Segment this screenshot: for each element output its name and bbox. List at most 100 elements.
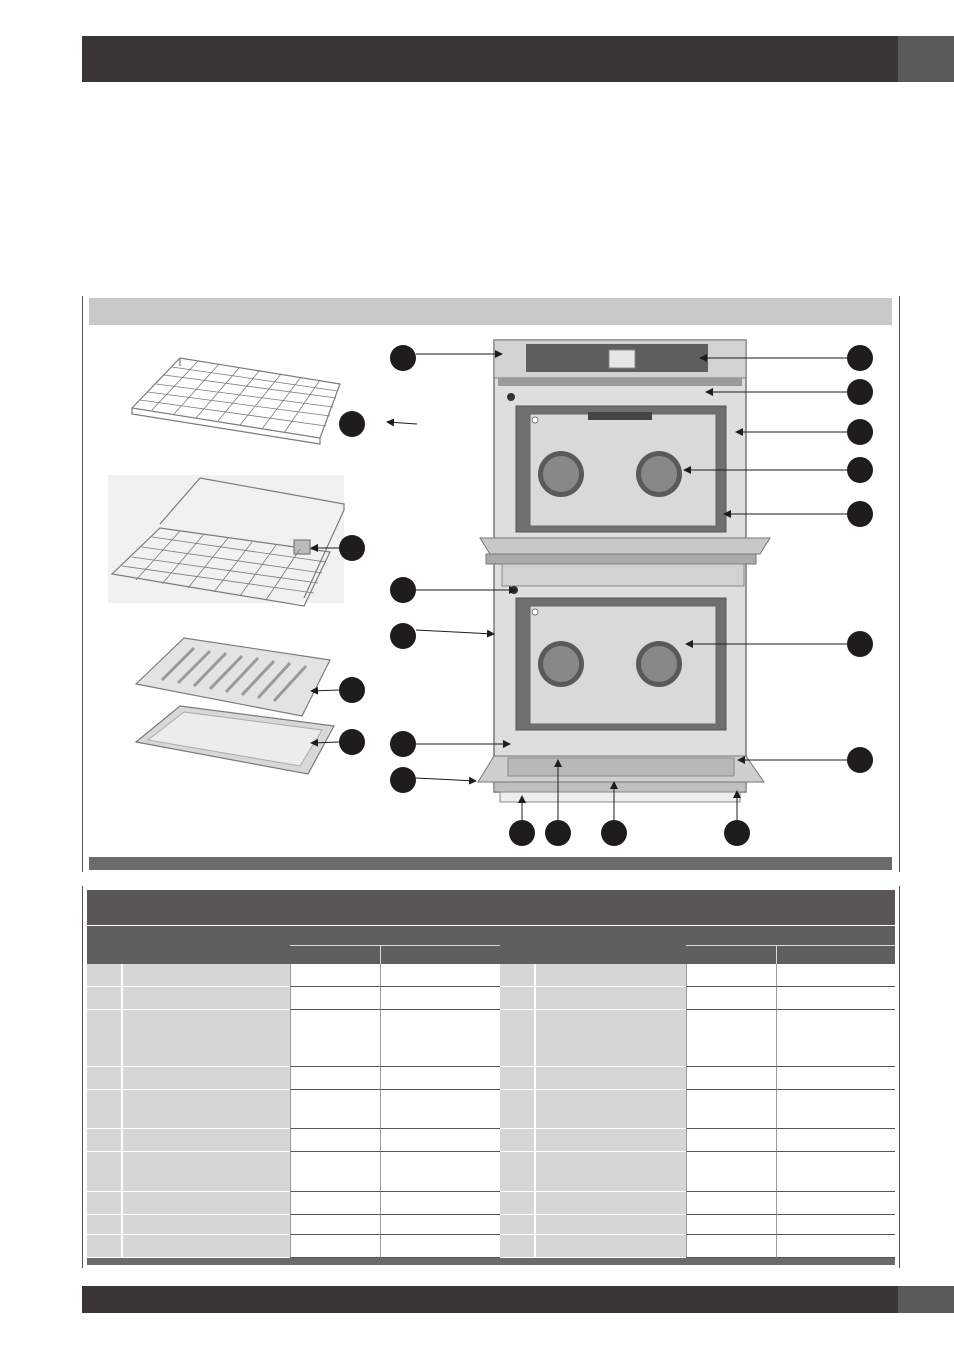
row-value-cell: [380, 1010, 500, 1067]
row-name-cell: [123, 1010, 290, 1066]
row-number-cell: [500, 1090, 534, 1128]
row-value-cell: [290, 1067, 380, 1090]
callout-marker: [339, 677, 365, 703]
figure-footer-bar: [89, 857, 892, 870]
header-divider: [380, 945, 381, 964]
callout-marker: [545, 820, 571, 846]
row-value-cell: [290, 1010, 380, 1067]
callout-marker: [847, 457, 873, 483]
row-number-cell: [87, 1129, 121, 1151]
row-value-cell: [290, 1129, 380, 1152]
callout-marker: [390, 577, 416, 603]
row-value-cell: [380, 1192, 500, 1215]
table-header-name-right: [500, 926, 686, 964]
callout-marker: [390, 623, 416, 649]
row-name-cell: [536, 1067, 686, 1089]
table-header-name-left: [87, 926, 290, 964]
figure-panel: [82, 296, 900, 872]
callout-marker: [390, 731, 416, 757]
footer-tab: [898, 1286, 954, 1313]
row-number-cell: [500, 987, 534, 1009]
row-number-cell: [87, 987, 121, 1009]
row-number-cell: [500, 1010, 534, 1066]
row-number-cell: [87, 1152, 121, 1191]
callout-marker: [847, 345, 873, 371]
row-number-cell: [87, 1235, 121, 1257]
header-divider: [776, 945, 777, 964]
callout-marker: [847, 501, 873, 527]
row-value-cell: [686, 987, 776, 1010]
baking-tray-illustration: [134, 705, 335, 775]
row-name-cell: [123, 1129, 290, 1151]
row-name-cell: [123, 1090, 290, 1128]
row-number-cell: [500, 1215, 534, 1234]
row-name-cell: [536, 964, 686, 986]
row-value-cell: [686, 1067, 776, 1090]
header-divider: [290, 945, 500, 946]
footer-bar: [82, 1286, 954, 1313]
row-name-cell: [123, 1192, 290, 1214]
row-name-cell: [536, 1129, 686, 1151]
row-number-cell: [87, 1090, 121, 1128]
row-value-cell: [776, 1090, 895, 1129]
row-value-cell: [290, 964, 380, 987]
header-tab: [898, 36, 954, 82]
row-value-cell: [686, 1010, 776, 1067]
row-value-cell: [776, 1215, 895, 1235]
panel-border-left: [82, 886, 83, 1268]
row-value-cell: [290, 1215, 380, 1235]
callout-marker: [847, 379, 873, 405]
row-name-cell: [123, 1067, 290, 1089]
row-number-cell: [500, 1235, 534, 1257]
callout-markers: [339, 345, 873, 846]
row-number-cell: [87, 1010, 121, 1066]
callout-marker: [509, 820, 535, 846]
table-footer-bar: [87, 1258, 895, 1265]
panel-border-right: [899, 296, 900, 872]
row-value-cell: [776, 1010, 895, 1067]
row-value-cell: [776, 1067, 895, 1090]
row-name-cell: [123, 987, 290, 1009]
callout-marker: [724, 820, 750, 846]
row-name-cell: [123, 964, 290, 986]
callout-marker: [390, 767, 416, 793]
lamp-icon: [507, 393, 515, 401]
row-number-cell: [87, 1192, 121, 1214]
row-value-cell: [776, 1152, 895, 1192]
row-value-cell: [290, 1152, 380, 1192]
row-name-cell: [123, 1215, 290, 1234]
telescopic-shelf-illustration: [108, 475, 345, 607]
parts-table-panel: [82, 886, 900, 1268]
callout-marker: [847, 747, 873, 773]
row-name-cell: [536, 1090, 686, 1128]
row-name-cell: [536, 987, 686, 1009]
panel-border-left: [82, 296, 83, 872]
panel-border-right: [899, 886, 900, 1268]
row-value-cell: [776, 987, 895, 1010]
row-value-cell: [380, 1129, 500, 1152]
figure-title-bar: [89, 298, 892, 325]
row-number-cell: [500, 1067, 534, 1089]
header-bar: [82, 36, 954, 82]
callout-marker: [390, 345, 416, 371]
row-value-cell: [380, 1152, 500, 1192]
callout-marker: [339, 411, 365, 437]
row-value-cell: [686, 1192, 776, 1215]
callout-marker: [847, 419, 873, 445]
row-value-cell: [686, 964, 776, 987]
row-value-cell: [686, 1090, 776, 1129]
row-name-cell: [536, 1215, 686, 1234]
row-value-cell: [686, 1152, 776, 1192]
callout-marker: [339, 535, 365, 561]
row-value-cell: [290, 987, 380, 1010]
row-value-cell: [290, 1235, 380, 1258]
row-number-cell: [87, 1215, 121, 1234]
row-value-cell: [776, 1235, 895, 1258]
row-name-cell: [536, 1235, 686, 1257]
row-value-cell: [380, 1235, 500, 1258]
row-number-cell: [87, 964, 121, 986]
row-name-cell: [536, 1010, 686, 1066]
row-value-cell: [686, 1215, 776, 1235]
row-value-cell: [686, 1129, 776, 1152]
row-number-cell: [500, 1192, 534, 1214]
